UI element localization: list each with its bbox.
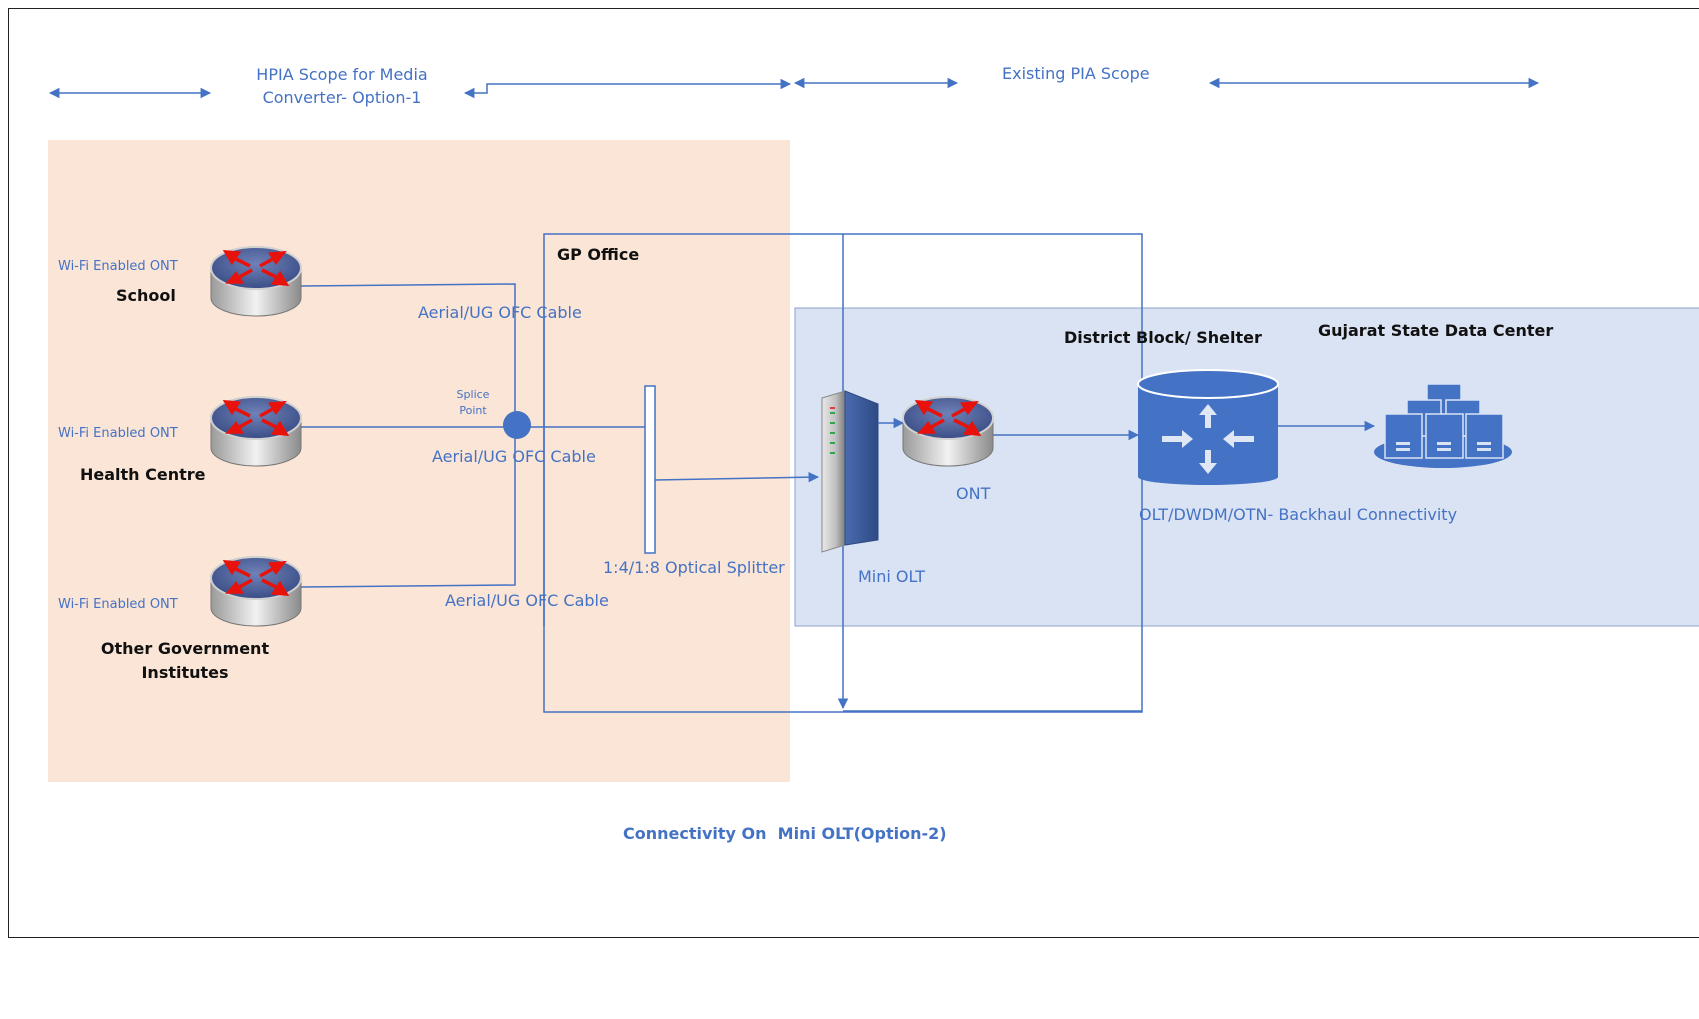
gp-office-title: GP Office: [557, 245, 640, 264]
cable-label-3: Aerial/UG OFC Cable: [445, 591, 609, 610]
diagram-frame: [8, 8, 1699, 938]
optical-splitter: [644, 385, 656, 554]
existing-pia-scope-label: Existing PIA Scope: [1002, 64, 1150, 83]
router-school-icon: [209, 245, 303, 318]
hpia-scope-label: HPIA Scope for Media Converter- Option-1: [256, 65, 428, 107]
router-ont-icon: [901, 395, 995, 468]
cable-other: [300, 425, 516, 588]
ont-label-other: Wi-Fi Enabled ONT: [58, 597, 178, 612]
cable-label-2: Aerial/UG OFC Cable: [432, 447, 596, 466]
mini-olt-device: [821, 390, 879, 553]
endpoint-name-other: Other Government Institutes: [100, 639, 270, 682]
ont-label-school: Wi-Fi Enabled ONT: [58, 259, 178, 274]
endpoint-name-health: Health Centre: [80, 465, 206, 484]
diagram-caption: Connectivity On Mini OLT(Option-2): [623, 824, 947, 843]
cable-label-1: Aerial/UG OFC Cable: [418, 303, 582, 322]
gujarat-data-center-label: Gujarat State Data Center: [1318, 321, 1554, 340]
splitter-label: 1:4/1:8 Optical Splitter: [603, 558, 785, 577]
mini-olt-label: Mini OLT: [858, 567, 925, 586]
splitter-to-olt: [654, 471, 820, 483]
splice-point-label: Splice Point: [456, 388, 490, 417]
ont-label: ONT: [956, 484, 991, 503]
backhaul-label: OLT/DWDM/OTN- Backhaul Connectivity: [1139, 505, 1458, 524]
cable-school: [300, 283, 516, 425]
ont-label-health: Wi-Fi Enabled ONT: [58, 426, 178, 441]
district-block-label: District Block/ Shelter: [1064, 328, 1262, 347]
scope-arrow-hpia-right: [463, 78, 792, 99]
endpoint-name-school: School: [116, 286, 176, 305]
router-health-icon: [209, 395, 303, 468]
backhaul-switch-icon: [1137, 369, 1279, 485]
router-other-icon: [209, 555, 303, 628]
data-center-icon: [1374, 383, 1512, 468]
hpia-zone: [48, 140, 790, 782]
splice-point: [503, 411, 531, 439]
